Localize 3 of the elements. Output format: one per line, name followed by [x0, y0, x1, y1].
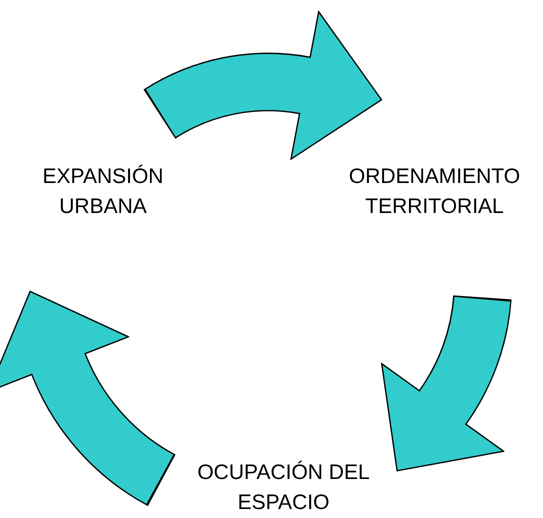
cycle-stage-label: EXPANSIÓN URBANA	[42, 164, 164, 220]
cycle-stage-label: OCUPACIÓN DEL ESPACIO	[196, 460, 371, 516]
cycle-stage-label: ORDENAMIENTO TERRITORIAL	[348, 164, 522, 220]
